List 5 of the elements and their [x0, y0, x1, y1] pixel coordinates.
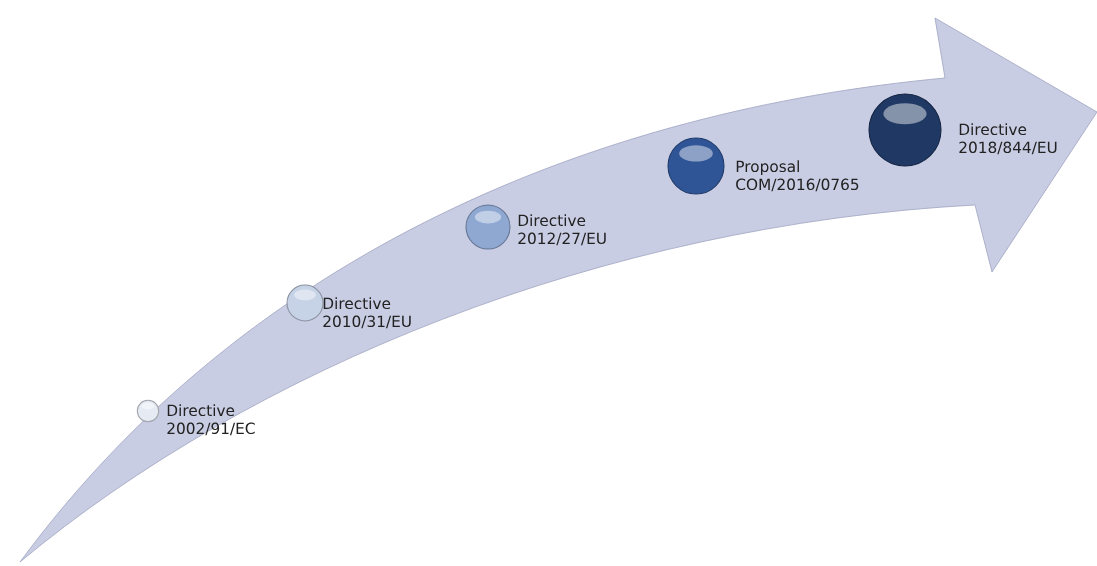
- milestone-label: Directive 2012/27/EU: [518, 214, 606, 246]
- milestone-label: Proposal COM/2016/0765: [736, 160, 859, 192]
- milestone-label: Directive 2002/91/EC: [167, 404, 255, 436]
- milestone-label: Directive 2010/31/EU: [323, 297, 411, 329]
- milestone-label: Directive 2018/844/EU: [959, 123, 1057, 155]
